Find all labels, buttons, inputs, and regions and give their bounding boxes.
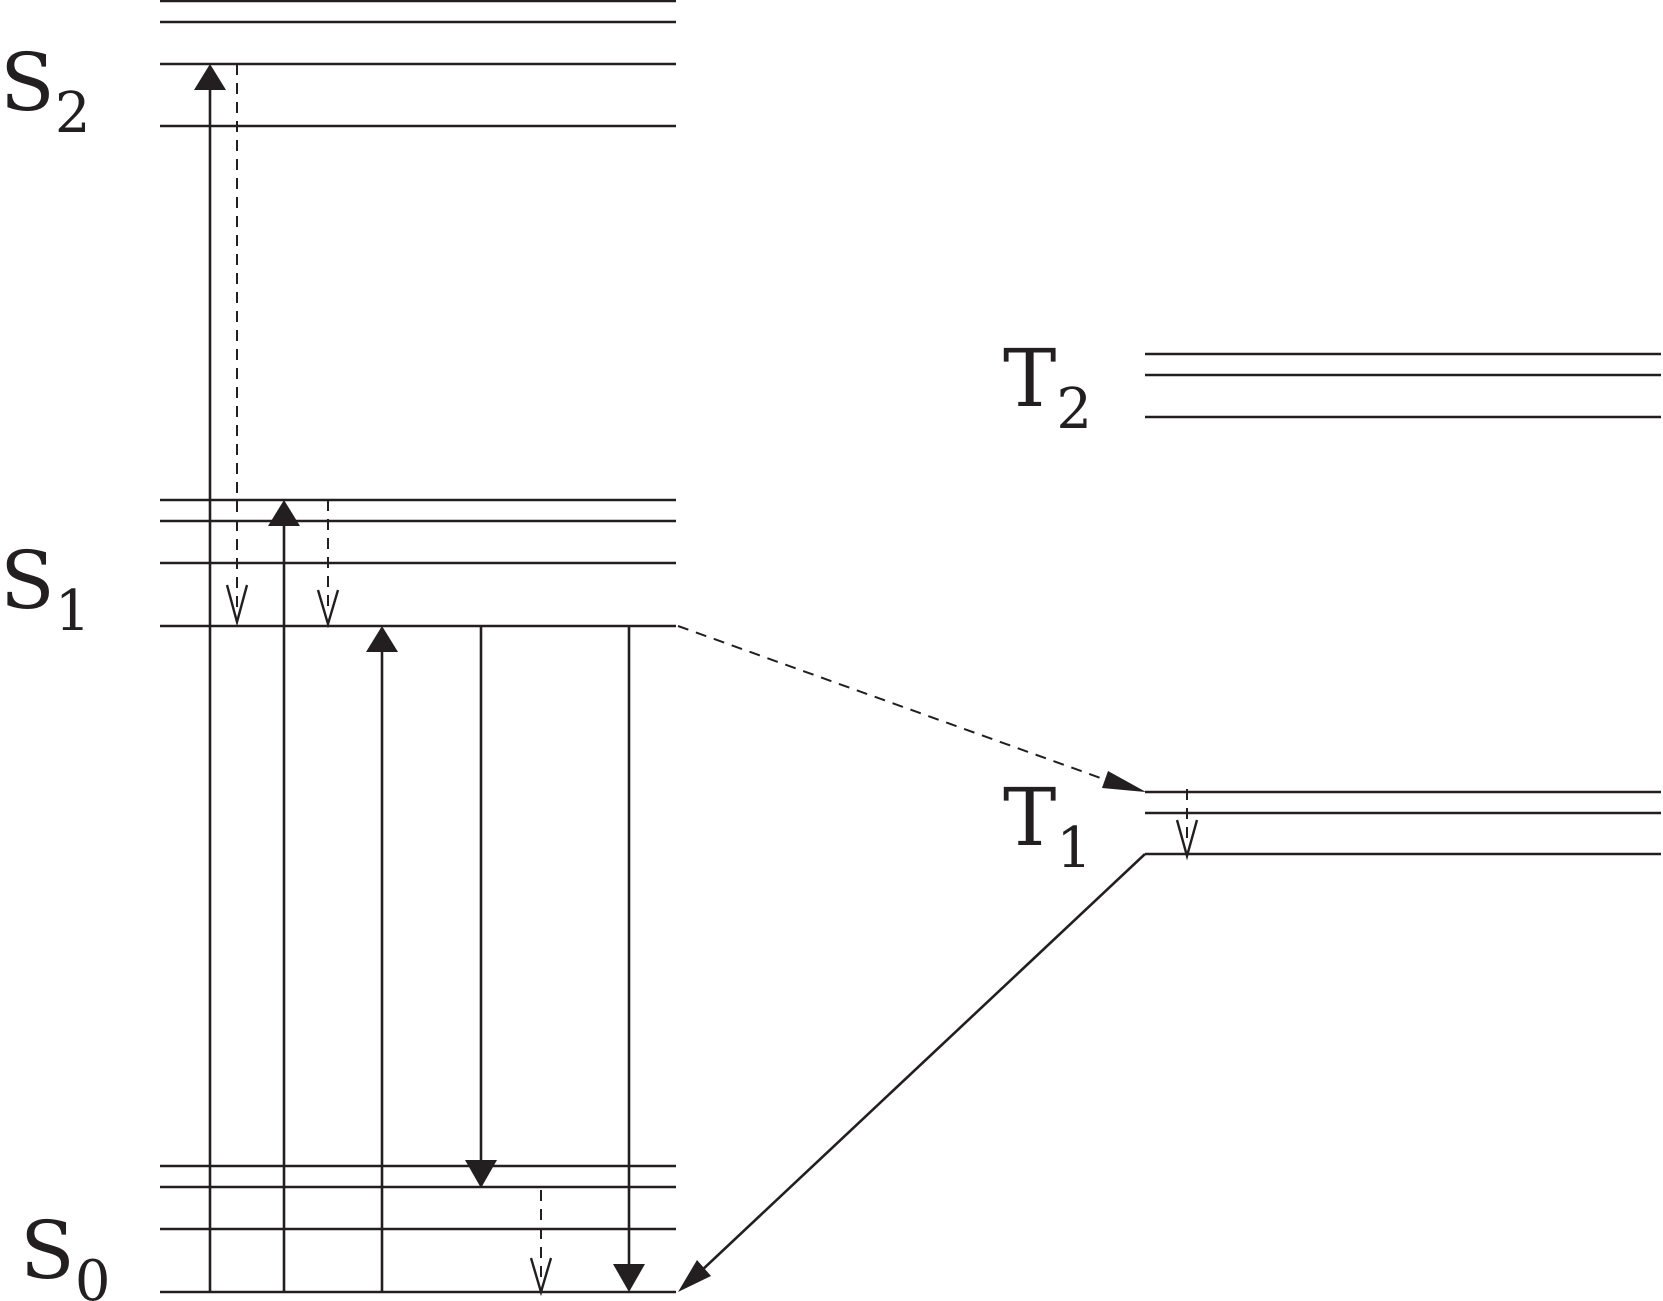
vibrational-relaxation-t1-arrow: [1175, 789, 1199, 861]
label-s1: S1: [0, 534, 90, 644]
s2-levels: [160, 0, 676, 128]
arrowhead-down-open-icon: [1175, 819, 1199, 861]
internal-conversion-s2-s1-arrow: [225, 64, 249, 627]
fluorescence-s1-s0-lowest-arrow: [613, 626, 645, 1292]
arrowhead-up-icon: [366, 626, 398, 652]
label-s0: S0: [20, 1204, 110, 1301]
phosphorescence-t1-s0-arrow: [678, 853, 1146, 1292]
label-t1: T1: [1003, 771, 1092, 881]
arrowhead-down-icon: [465, 1160, 497, 1188]
absorption-s0-s1-upper-arrow: [268, 500, 300, 1292]
arrowhead-down-open-icon: [316, 589, 340, 629]
arrowhead-down-open-icon: [225, 584, 249, 627]
t1-levels: [1145, 790, 1661, 856]
intersystem-crossing-s1-t1-arrow: [677, 625, 1146, 792]
vibrational-relaxation-s0-arrow: [529, 1190, 553, 1297]
vibrational-relaxation-s1-arrow: [316, 500, 340, 629]
arrowhead-down-open-icon: [529, 1257, 553, 1297]
absorption-s0-s2-arrow: [194, 64, 226, 1292]
fluorescence-s1-s0-upper-arrow: [465, 626, 497, 1188]
label-s2: S2: [0, 36, 90, 146]
absorption-s0-s1-lowest-arrow: [366, 626, 398, 1292]
s0-levels: [160, 1164, 676, 1294]
t2-levels: [1145, 352, 1661, 419]
arrowhead-diagonal-icon: [1102, 771, 1146, 792]
arrowhead-diagonal-icon: [678, 1260, 711, 1292]
arrowhead-up-icon: [194, 64, 226, 90]
s1-levels: [160, 498, 676, 628]
arrowhead-down-icon: [613, 1264, 645, 1292]
label-t2: T2: [1003, 332, 1092, 442]
arrowhead-up-icon: [268, 500, 300, 526]
